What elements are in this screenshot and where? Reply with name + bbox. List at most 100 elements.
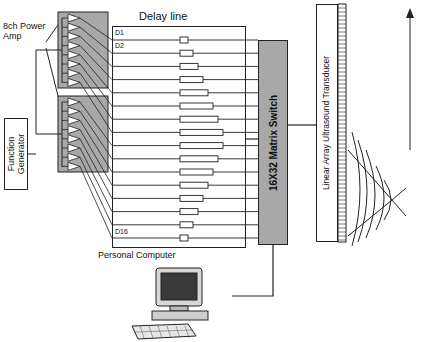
wire [28, 154, 36, 155]
array-element [338, 48, 346, 49]
array-element [338, 172, 346, 173]
amp-triangle [68, 126, 80, 134]
array-element [338, 88, 346, 89]
array-element [338, 44, 346, 45]
array-element [338, 92, 346, 93]
wave-front [384, 180, 391, 220]
transducer: Linear Array Ultrasound Transducer [316, 4, 338, 242]
array-element [338, 104, 346, 105]
amp-triangle [68, 14, 80, 22]
array-element [338, 204, 346, 205]
array-element [338, 100, 346, 101]
wire [62, 138, 68, 139]
wire [62, 120, 68, 121]
array-element [338, 8, 346, 9]
amp-triangle [68, 153, 80, 161]
array-element [338, 68, 346, 69]
array-element [338, 64, 346, 65]
connector [232, 245, 273, 296]
wire [80, 157, 112, 225]
array-element [338, 76, 346, 77]
array-element [338, 16, 346, 17]
amp-triangle [68, 116, 80, 124]
wire [62, 54, 68, 55]
amp-triangle [68, 162, 80, 170]
amp-triangle [68, 42, 80, 50]
wire [80, 111, 112, 159]
array-element [338, 20, 346, 21]
amp-triangle [68, 135, 80, 143]
array-element [338, 128, 346, 129]
wire [80, 166, 112, 238]
wire [62, 111, 68, 112]
wire [62, 73, 68, 74]
delay-element [180, 235, 188, 241]
wire [80, 55, 112, 93]
array-element [338, 24, 346, 25]
delay-element [180, 63, 198, 69]
wire [36, 134, 58, 135]
array-element [338, 84, 346, 85]
wire [62, 45, 68, 46]
delay-element [180, 222, 193, 228]
array-element [338, 164, 346, 165]
array-element [338, 132, 346, 133]
delay-element [180, 143, 223, 149]
amp-triangle [68, 51, 80, 59]
array-element [338, 108, 346, 109]
amp-triangle [68, 23, 80, 31]
delay-line-box: Delay line [112, 26, 246, 248]
wire [80, 64, 112, 106]
wire [80, 120, 112, 172]
delay-element [180, 156, 218, 162]
wire [62, 82, 68, 83]
array-element [338, 228, 346, 229]
wire [62, 129, 68, 130]
array-element [338, 224, 346, 225]
wire [80, 73, 112, 119]
power-amp [58, 96, 108, 172]
array-element [338, 140, 346, 141]
array-element [338, 96, 346, 97]
wire [80, 82, 112, 132]
connector [288, 124, 316, 125]
wire [36, 50, 37, 134]
channel-label: D1 [115, 29, 124, 37]
array-element [338, 116, 346, 117]
array-element [338, 160, 346, 161]
delay-element [180, 90, 208, 96]
array-element [338, 12, 346, 13]
array-element [338, 240, 346, 241]
array-element [338, 72, 346, 73]
array-element [338, 232, 346, 233]
array-element [338, 124, 346, 125]
arrow-head [406, 8, 414, 18]
array-element [338, 236, 346, 237]
wire [58, 50, 62, 51]
delay-element [180, 169, 213, 175]
delay-element [180, 50, 193, 56]
scan-arrow [410, 14, 411, 150]
amp-triangle [68, 32, 80, 40]
wire [80, 102, 112, 146]
power-amp [58, 12, 108, 88]
channel-label: D16 [115, 228, 128, 236]
wire [62, 18, 68, 19]
box-label: Function Generator [6, 121, 27, 187]
array-element [338, 156, 346, 157]
heading: Personal Computer [98, 250, 176, 260]
wave-front [366, 150, 375, 238]
array-element [338, 212, 346, 213]
array-element [338, 220, 346, 221]
delay-element [180, 37, 188, 43]
array-element [338, 80, 346, 81]
delay-element [180, 77, 203, 83]
array-element [338, 120, 346, 121]
delay-element [180, 195, 203, 201]
wire [80, 46, 112, 80]
amp-triangle [68, 107, 80, 115]
wire [62, 166, 68, 167]
wire [80, 18, 112, 40]
wire [62, 102, 68, 103]
